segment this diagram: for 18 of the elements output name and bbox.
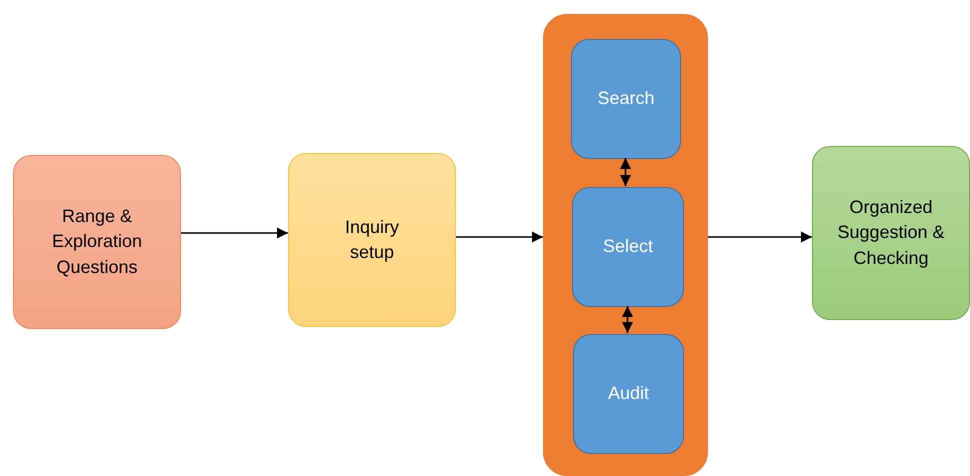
arrow bbox=[620, 158, 632, 186]
node-label: Search bbox=[596, 87, 656, 110]
process-box bbox=[812, 146, 970, 320]
group-panel bbox=[543, 14, 708, 476]
step-box bbox=[572, 187, 684, 307]
node-label: Audit bbox=[606, 382, 650, 406]
arrow bbox=[456, 231, 543, 243]
node-label: Inquiry setup bbox=[344, 216, 400, 264]
process-box bbox=[13, 155, 181, 329]
node-label: Organized Suggestion & Checking bbox=[836, 196, 946, 270]
arrow bbox=[622, 306, 634, 333]
process-box bbox=[288, 153, 456, 327]
node-label: Select bbox=[602, 235, 654, 258]
arrow bbox=[181, 227, 288, 239]
step-box bbox=[573, 334, 684, 454]
arrow bbox=[708, 231, 812, 243]
step-box bbox=[571, 39, 681, 159]
node-label: Range & Exploration Questions bbox=[50, 205, 144, 279]
